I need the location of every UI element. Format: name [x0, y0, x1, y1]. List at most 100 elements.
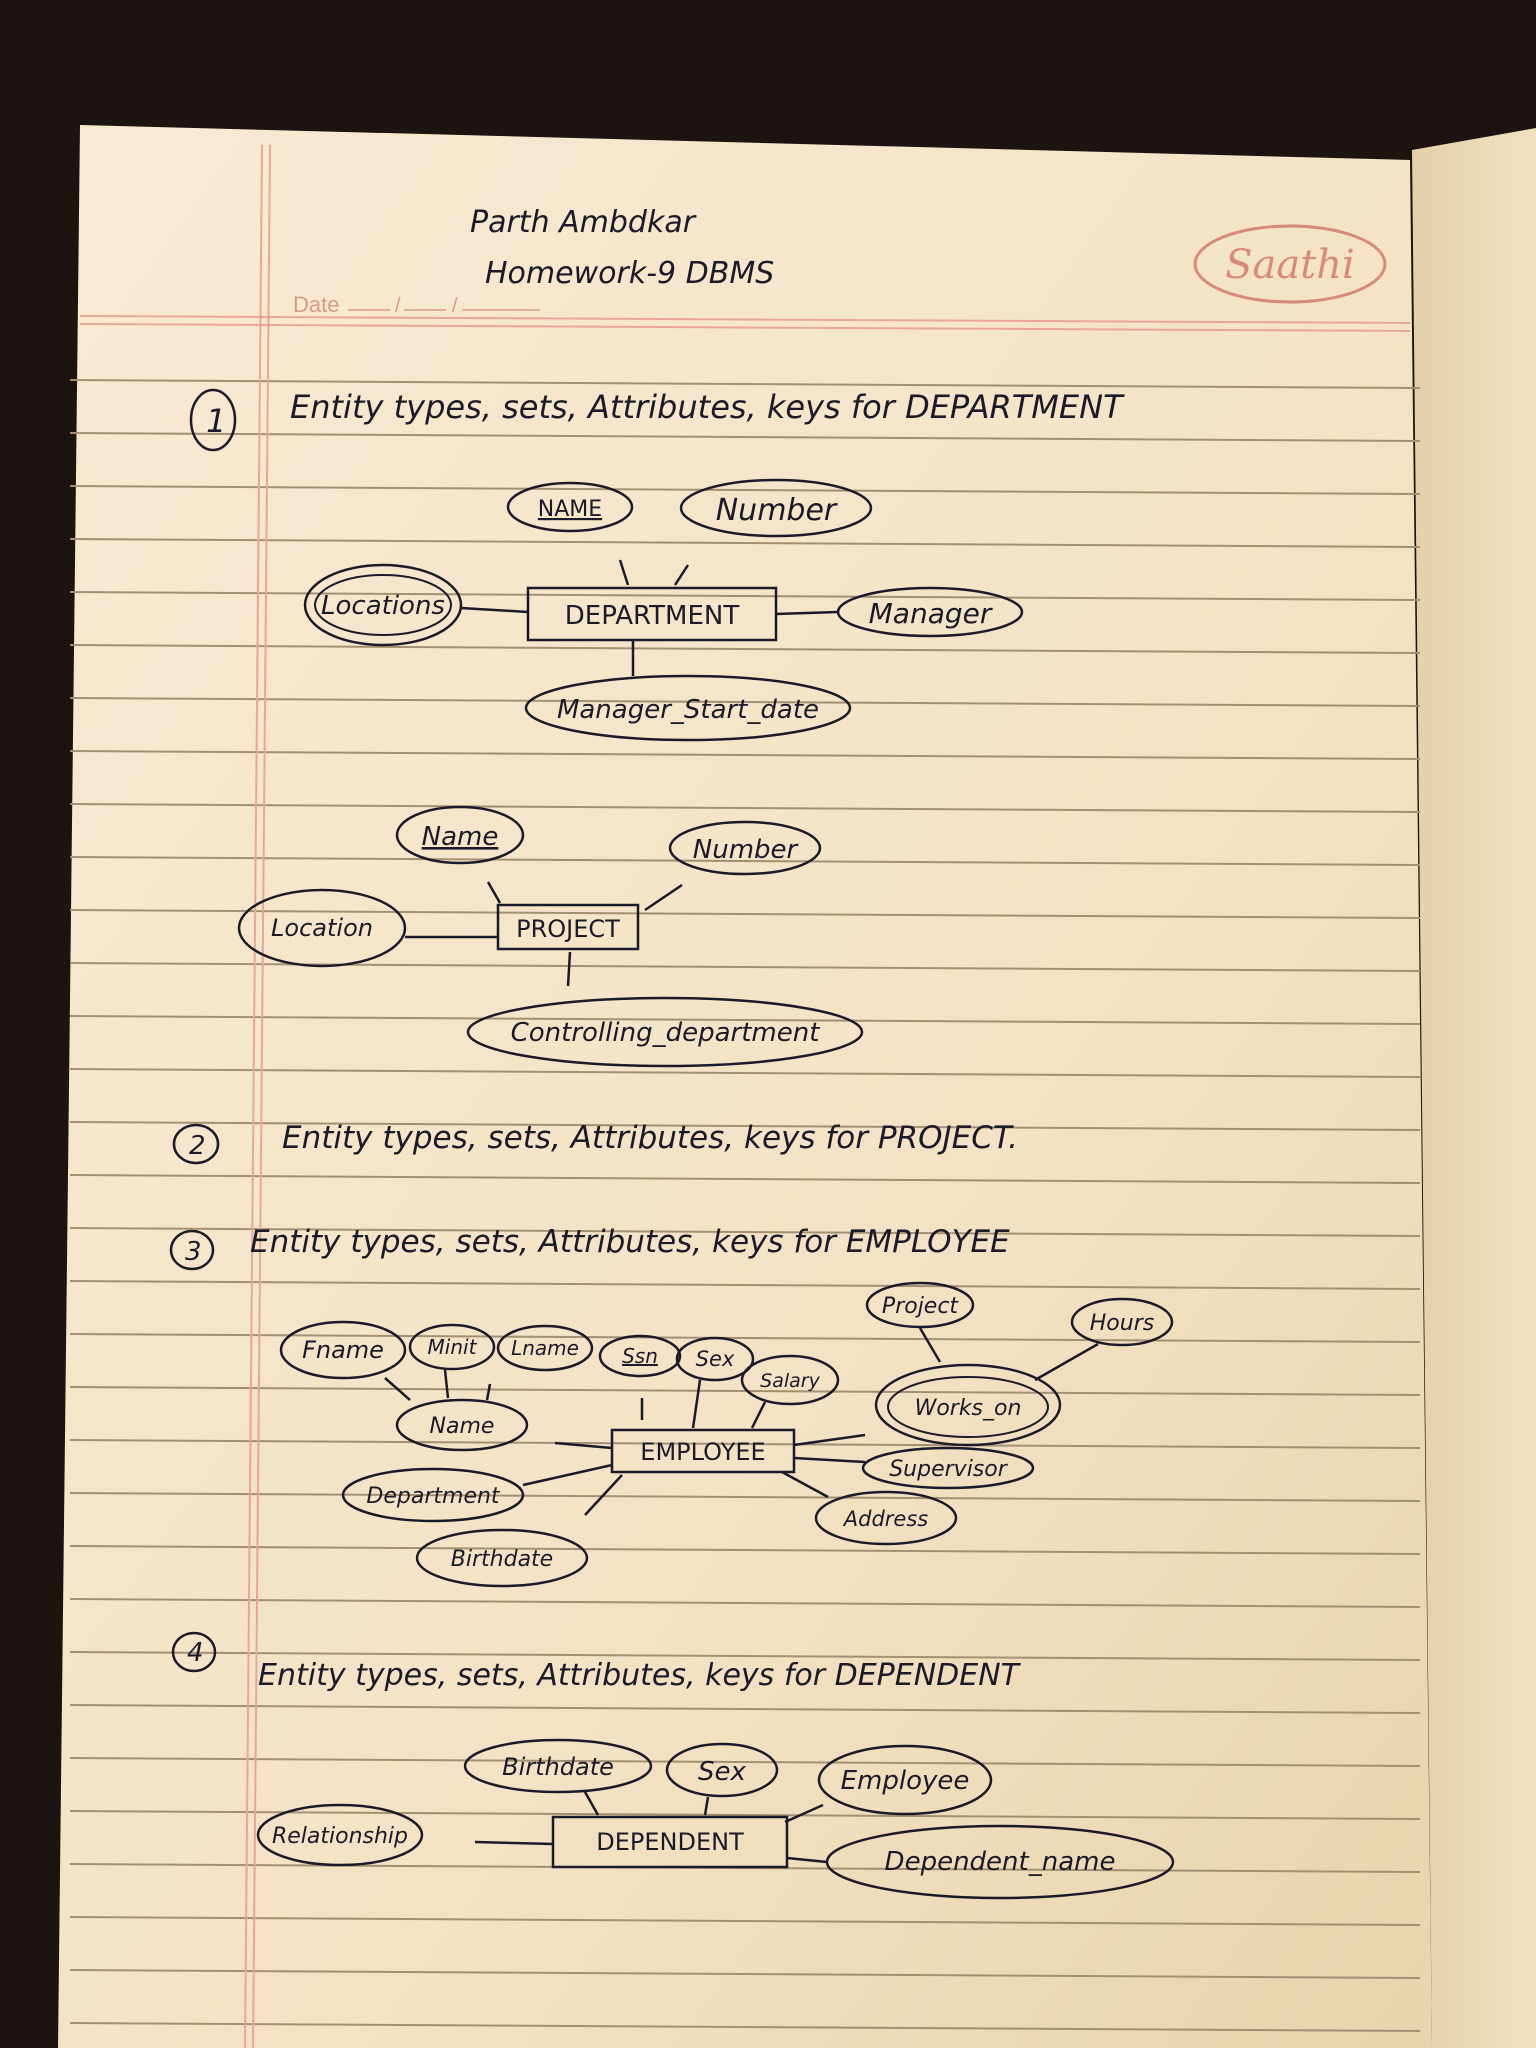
attribute-label: Manager_Start_date	[557, 695, 819, 725]
ruled-line	[69, 644, 1421, 654]
ruled-line	[69, 485, 1421, 495]
attribute-label: Employee	[841, 1766, 970, 1796]
attribute-oval	[341, 1467, 525, 1523]
attribute-oval	[395, 805, 525, 865]
ruled-line	[69, 1386, 1421, 1396]
attribute-oval	[668, 820, 822, 876]
attribute-oval	[466, 996, 864, 1068]
attribute-label: Works_on	[915, 1396, 1022, 1421]
attribute-oval	[814, 1490, 958, 1546]
ruled-line	[69, 379, 1421, 389]
ruled-line	[69, 1598, 1421, 1608]
ruled-line	[69, 1704, 1421, 1714]
attribute-oval	[279, 1320, 407, 1380]
ruled-line	[69, 2022, 1421, 2032]
attribute-label: Lname	[511, 1336, 579, 1360]
paper-sheet	[58, 125, 1432, 2048]
section-number-circle	[189, 388, 237, 452]
section-3: 3 Entity types, sets, Attributes, keys f…	[169, 1224, 1174, 1588]
ruled-line	[69, 591, 1421, 601]
ruled-line	[69, 1651, 1421, 1661]
ruled-lines	[69, 379, 1421, 2032]
entity-label: DEPARTMENT	[565, 601, 740, 631]
attribute-label: Department	[366, 1484, 501, 1509]
attribute-oval	[524, 674, 852, 742]
entity-label: EMPLOYEE	[640, 1438, 765, 1466]
ruled-line	[69, 1492, 1421, 1502]
attribute-label: Relationship	[272, 1824, 408, 1849]
ruled-line	[69, 1757, 1421, 1767]
attribute-label: Minit	[428, 1335, 478, 1359]
section-number: 4	[187, 1638, 204, 1668]
section-heading: Entity types, sets, Attributes, keys for…	[258, 1658, 1022, 1693]
attribute-label: Salary	[760, 1370, 820, 1392]
ruled-line	[69, 803, 1421, 813]
attribute-oval	[679, 478, 873, 538]
author-name: Parth Ambdkar	[470, 205, 697, 240]
project-diagram: PROJECT Name Number Location Controlling…	[237, 805, 864, 1068]
attribute-label: Location	[271, 914, 373, 942]
multivalued-inner-oval	[314, 574, 452, 636]
ruled-line	[69, 538, 1421, 548]
ruled-line	[69, 750, 1421, 760]
attribute-oval	[463, 1738, 653, 1794]
attribute-oval	[256, 1803, 424, 1867]
entity-label: DEPENDENT	[596, 1828, 744, 1856]
attribute-oval	[415, 1528, 589, 1588]
attribute-oval	[506, 481, 634, 533]
ruled-line	[69, 1068, 1421, 1078]
ruled-line	[69, 1280, 1421, 1290]
section-2: 2 Entity types, sets, Attributes, keys f…	[172, 1120, 1018, 1165]
section-number-circle	[171, 1631, 217, 1673]
entity-box	[551, 1815, 789, 1869]
attribute-label: Hours	[1090, 1311, 1154, 1336]
ruled-line	[69, 697, 1421, 707]
ruled-line	[69, 1439, 1421, 1449]
ruled-line	[69, 1227, 1421, 1237]
attribute-label: Name	[422, 822, 499, 852]
attribute-oval	[598, 1334, 682, 1378]
attribute-oval	[1070, 1297, 1174, 1347]
section-heading: Entity types, sets, Attributes, keys for…	[250, 1224, 1010, 1260]
entity-box	[496, 903, 640, 951]
section-number-circle	[169, 1229, 215, 1271]
date-label: Date	[293, 292, 339, 317]
attribute-oval	[861, 1446, 1035, 1490]
section-heading: Entity types, sets, Attributes, keys for…	[290, 388, 1125, 426]
ruled-line	[69, 856, 1421, 866]
ruled-line	[69, 1174, 1421, 1184]
svg-text:/: /	[395, 295, 401, 317]
svg-text:Saathi: Saathi	[1225, 242, 1355, 288]
entity-label: PROJECT	[516, 915, 620, 943]
attribute-oval	[665, 1742, 779, 1798]
ruled-line	[69, 909, 1421, 919]
attribute-label: Dependent_name	[885, 1847, 1116, 1877]
attribute-label: Birthdate	[451, 1547, 553, 1572]
homework-title: Homework-9 DBMS	[485, 256, 774, 291]
ruled-line	[69, 1015, 1421, 1025]
section-number: 1	[206, 402, 226, 440]
section-heading: Entity types, sets, Attributes, keys for…	[282, 1120, 1018, 1156]
section-1: 1 Entity types, sets, Attributes, keys f…	[189, 388, 1125, 742]
attribute-label: Number	[716, 493, 838, 528]
attribute-label: Birthdate	[502, 1753, 614, 1781]
attribute-label: Manager	[869, 597, 993, 630]
ruled-line	[69, 1969, 1421, 1979]
section-number-circle	[172, 1123, 220, 1165]
attribute-label: Sex	[698, 1757, 747, 1787]
facing-page	[1412, 128, 1536, 2048]
section-number: 2	[189, 1131, 206, 1161]
attribute-label: Project	[882, 1294, 960, 1319]
attribute-oval	[874, 1363, 1062, 1447]
attribute-oval	[675, 1336, 755, 1382]
svg-text:/: /	[452, 295, 458, 317]
ruled-line	[69, 432, 1421, 442]
attribute-label: Address	[842, 1507, 929, 1531]
attribute-label: Sex	[696, 1347, 735, 1371]
brand-logo: Saathi	[1193, 224, 1387, 304]
multivalued-inner-oval	[887, 1376, 1049, 1438]
ruled-line	[69, 1916, 1421, 1926]
attribute-oval	[408, 1323, 496, 1371]
ruled-line	[69, 1545, 1421, 1555]
attribute-oval	[237, 888, 407, 968]
